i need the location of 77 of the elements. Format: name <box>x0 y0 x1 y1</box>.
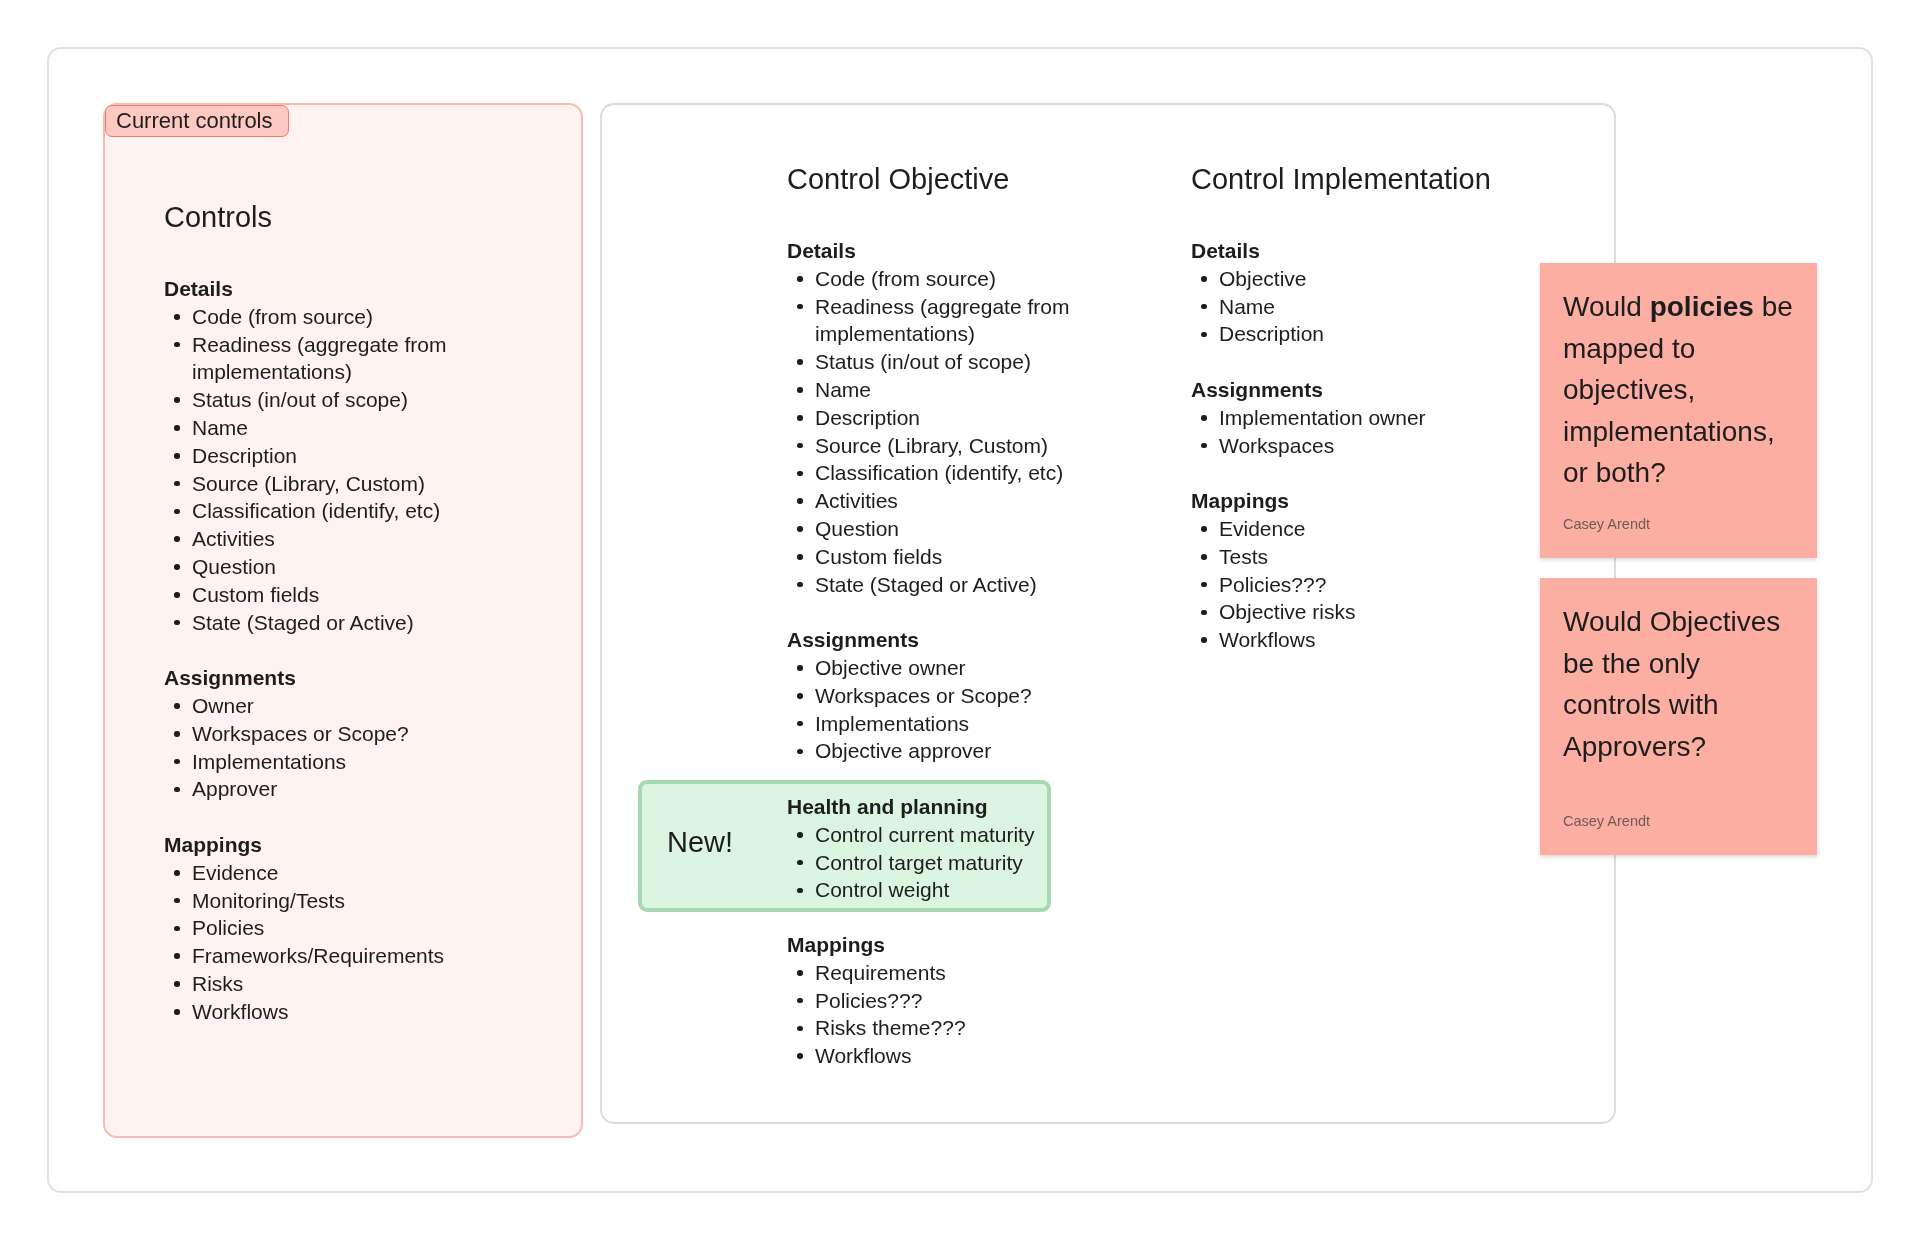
list-item: Activities <box>164 525 275 553</box>
list-item: Objective risks <box>1191 598 1356 627</box>
section-heading: Assignments <box>1191 377 1323 403</box>
list-item: State (Staged or Active) <box>164 608 414 637</box>
section-heading: Health and planning <box>787 794 988 820</box>
section-heading: Details <box>787 238 856 264</box>
highlight-panel <box>638 780 1051 912</box>
list-card <box>103 103 583 1138</box>
section-tag: Current controls <box>105 105 289 137</box>
list-item: Monitoring/Tests <box>164 886 345 915</box>
list-item: Workspaces or Scope? <box>164 719 409 748</box>
list-item: Frameworks/Requirements <box>164 942 445 970</box>
list-item: Control current maturity <box>787 820 1035 849</box>
author-name: Casey Arendt <box>1563 516 1651 533</box>
list-item: State (Staged or Active) <box>787 570 1037 599</box>
list-item: Control weight <box>787 876 950 905</box>
list-item: Source (Library, Custom) <box>164 469 425 498</box>
list-item: Custom fields <box>164 580 320 609</box>
section-heading: Mappings <box>1191 488 1289 515</box>
list-item: Workspaces <box>1191 431 1335 460</box>
list-item: Implementations <box>164 747 347 776</box>
list-item: Custom fields <box>787 542 943 571</box>
list-item: Readiness (aggregate from implementations) <box>164 330 484 387</box>
section-heading: Assignments <box>787 627 919 654</box>
list-item: Implementation owner <box>1191 403 1426 432</box>
list-item: Objective <box>1191 264 1307 293</box>
list-item: Evidence <box>164 858 279 887</box>
list-item: Readiness (aggregate from implementations) <box>787 292 1107 349</box>
list-item: Objective approver <box>787 737 992 766</box>
list-item: Requirements <box>787 958 946 987</box>
list-item: Risks <box>164 969 244 998</box>
card-title: Control Implementation <box>1191 162 1491 196</box>
list-item: Policies <box>164 914 265 943</box>
list-item: Code (from source) <box>787 264 996 293</box>
sticky-note <box>1540 578 1817 855</box>
list-item: Classification (identify, etc) <box>787 459 1064 488</box>
list-item: Workspaces or Scope? <box>787 681 1032 710</box>
list-item: Implementations <box>787 709 970 738</box>
section-heading: Details <box>1191 238 1260 264</box>
callout-label: New! <box>667 825 734 859</box>
list-item: Owner <box>164 691 254 720</box>
sticky-note <box>1540 263 1817 558</box>
list-item: Risks theme??? <box>787 1014 966 1043</box>
list-item: Workflows <box>1191 626 1316 654</box>
list-item: Description <box>787 403 921 432</box>
list-item: Name <box>1191 292 1276 321</box>
section-heading: Mappings <box>787 932 885 958</box>
card-title: Controls <box>164 200 272 234</box>
section-heading: Assignments <box>164 665 296 692</box>
card-title: Control Objective <box>787 162 1010 196</box>
list-item: Classification (identify, etc) <box>164 497 441 526</box>
section-heading: Mappings <box>164 831 262 858</box>
list-item: Description <box>164 441 298 470</box>
list-item: Policies??? <box>1191 570 1327 599</box>
note-text: Would policies be mapped to objectives, implementations, or both? <box>1563 290 1794 491</box>
section-heading: Details <box>164 276 233 302</box>
board-frame <box>47 47 1873 1193</box>
list-item: Status (in/out of scope) <box>787 348 1031 376</box>
list-item: Approver <box>164 775 278 804</box>
list-item: Objective owner <box>787 653 966 682</box>
list-item: Control target maturity <box>787 848 1023 877</box>
list-item: Policies??? <box>787 986 923 1015</box>
list-item: Code (from source) <box>164 302 373 331</box>
list-item: Name <box>787 376 872 404</box>
list-item: Description <box>1191 320 1325 349</box>
list-item: Source (Library, Custom) <box>787 431 1048 460</box>
list-item: Question <box>787 514 900 543</box>
list-item: Name <box>164 414 249 442</box>
author-name: Casey Arendt <box>1563 813 1651 830</box>
list-item: Activities <box>787 487 898 515</box>
note-text: Would Objectives be the only controls with Approvers? <box>1563 605 1782 764</box>
list-item: Tests <box>1191 542 1268 571</box>
list-item: Evidence <box>1191 514 1306 543</box>
list-item: Workflows <box>164 997 289 1026</box>
list-item: Workflows <box>787 1042 912 1070</box>
list-item: Status (in/out of scope) <box>164 386 408 414</box>
list-item: Question <box>164 552 277 581</box>
